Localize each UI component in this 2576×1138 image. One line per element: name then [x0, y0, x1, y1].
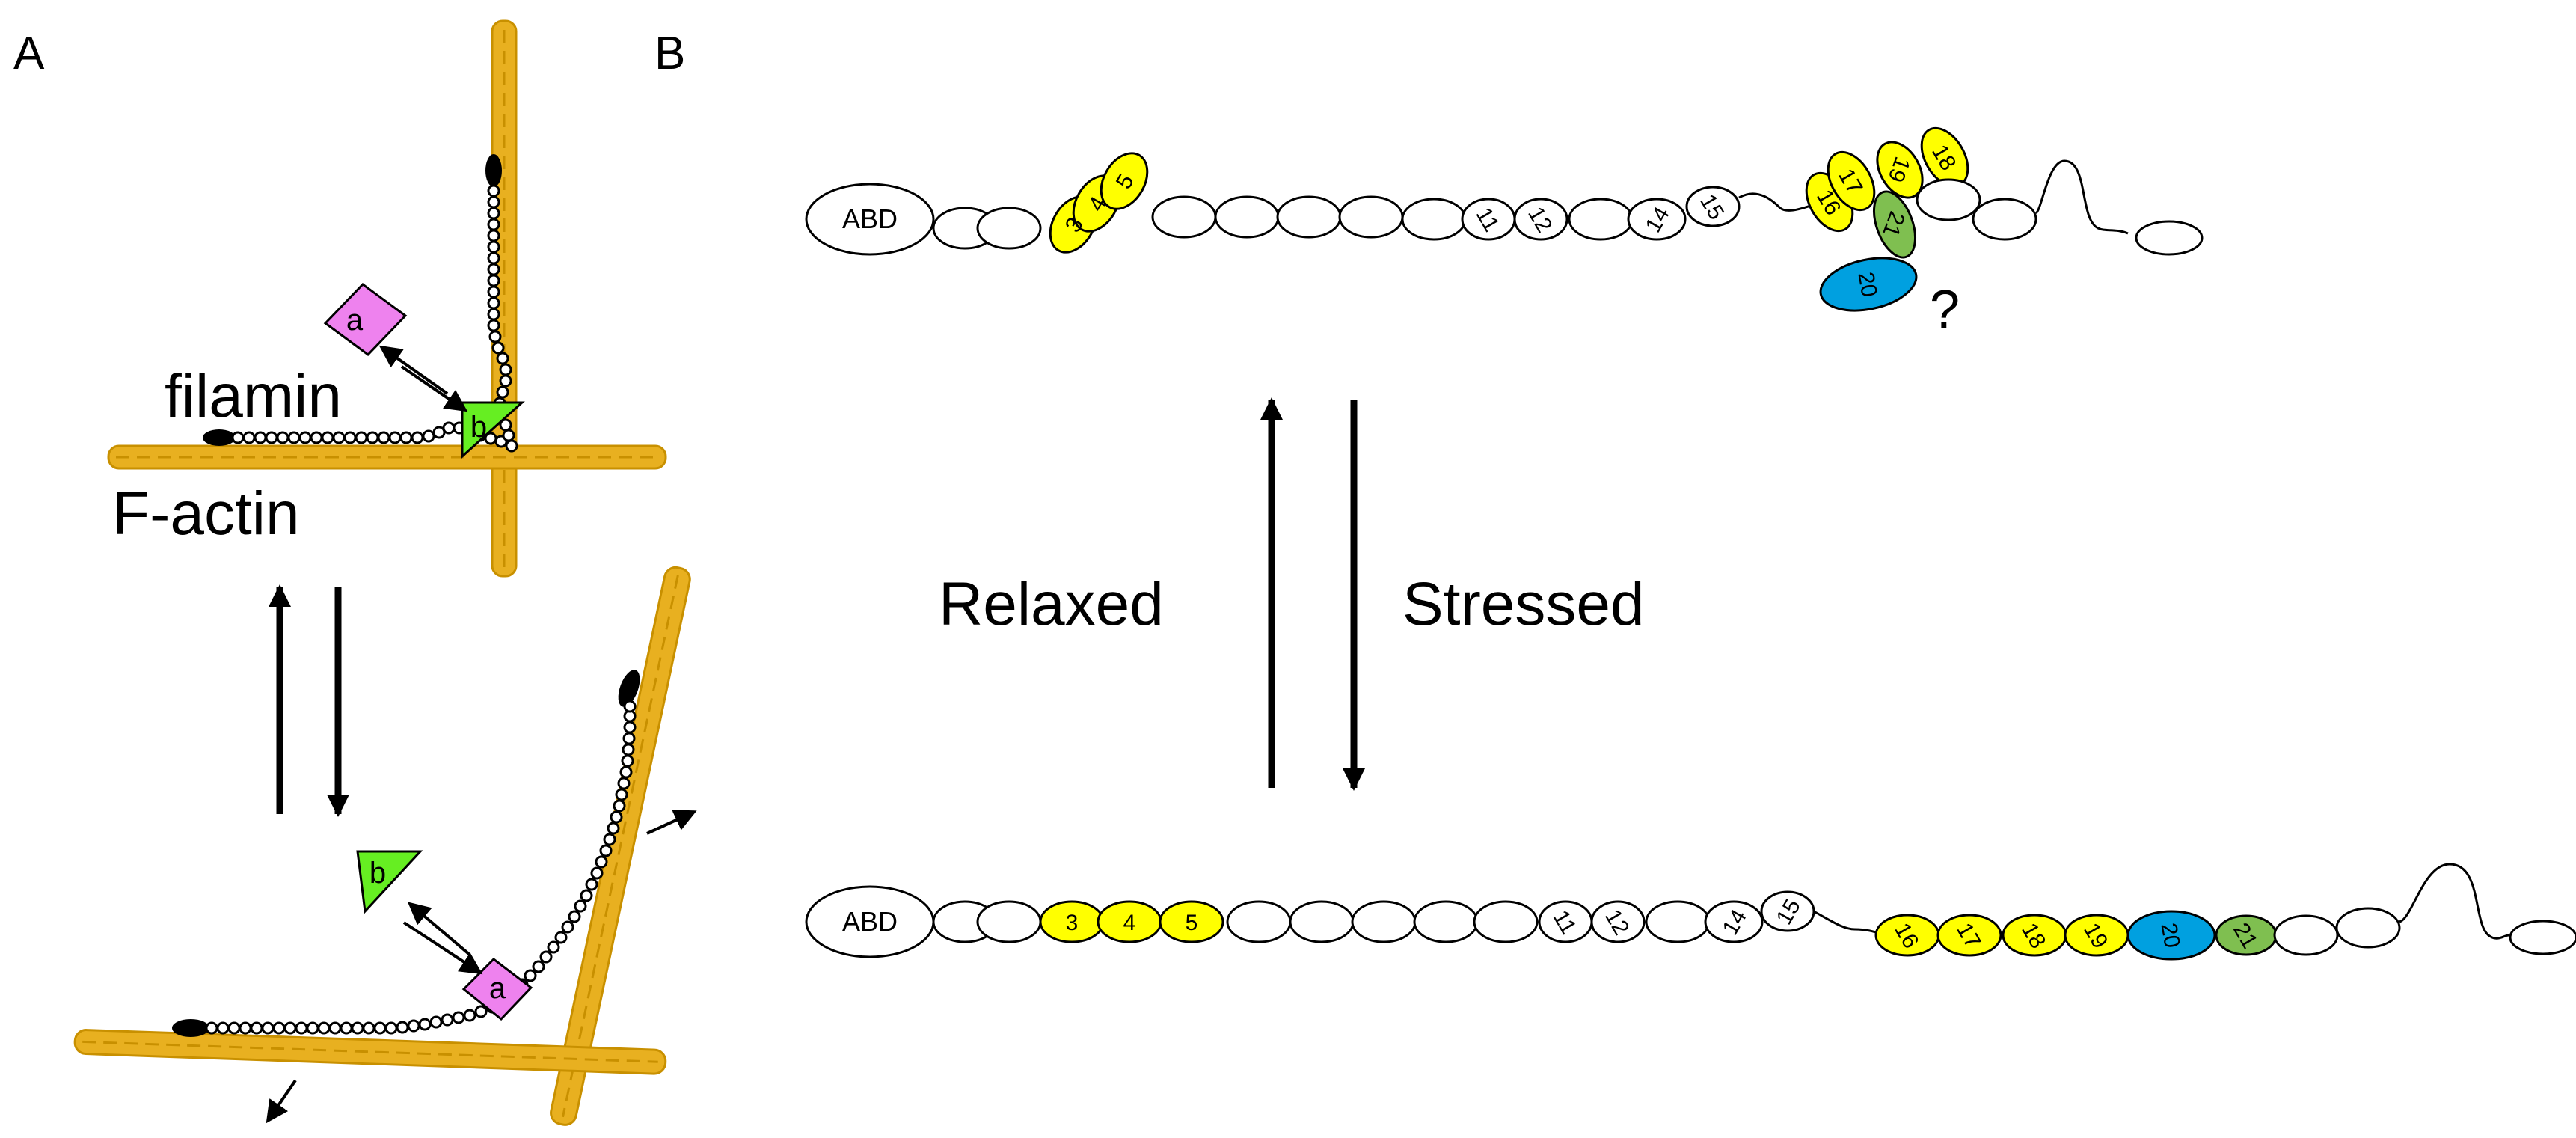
ligand-b-shape: [461, 401, 525, 459]
question-mark: ?: [1930, 280, 1960, 340]
ig-domain: [1226, 900, 1292, 943]
ig-domain: [976, 900, 1042, 943]
relaxed-label: Relaxed: [939, 570, 1164, 638]
f-actin-label: F-actin: [112, 480, 300, 548]
hinge-linker: [1813, 910, 1882, 935]
panel-label-b: B: [654, 28, 685, 79]
ig-domain: [1473, 900, 1539, 943]
ig-domain: [1401, 198, 1467, 241]
ig-domain-19: [1876, 141, 1924, 199]
ig-domain: [1276, 195, 1342, 239]
stressed-domain-chain: [805, 863, 2576, 961]
ig-domain-12: [1590, 900, 1646, 943]
hinge-linker: [1738, 192, 1814, 212]
ig-domain: [2335, 907, 2401, 949]
ligand-b-shape: [356, 850, 423, 914]
ig-domain: [1645, 900, 1711, 943]
exchange-arrow: [378, 345, 449, 395]
ligand-b-label: b: [369, 857, 386, 890]
abd-domain: [805, 183, 935, 256]
ig-domain-20: [2126, 910, 2216, 961]
ligand-a-label: a: [489, 972, 506, 1005]
hinge2-loop: [2034, 159, 2129, 235]
force-arrow: [266, 1079, 297, 1124]
panel-a-top-crosslink: a b filamin F-actin: [107, 19, 667, 578]
exchange-arrow: [407, 902, 471, 956]
ig-domain-24: [2135, 220, 2204, 256]
ig-domain-17: [1936, 914, 2002, 957]
exchange-arrow: [400, 365, 468, 412]
filamin-label: filamin: [165, 362, 342, 430]
ig-domain: [1972, 198, 2037, 241]
filamin-abd-head: [485, 154, 502, 187]
ig-domain: [1338, 195, 1404, 239]
ig-domain: [1151, 195, 1217, 239]
ig-domain: [976, 207, 1042, 250]
ig-domain: [1568, 198, 1634, 241]
ig-domain-15: [1685, 186, 1741, 227]
actin-filament-horizontal-bottom: [73, 1029, 667, 1075]
ig-domain-5: [1100, 152, 1149, 210]
stressed-label: Stressed: [1402, 570, 1645, 638]
domain-label-3: 3: [1066, 911, 1079, 935]
ligand-a-shape: [323, 283, 408, 356]
ligand-b-label: b: [470, 411, 487, 444]
ig-domain-5: [1159, 900, 1224, 943]
hinge2-loop: [2399, 863, 2509, 940]
ig-domain: [1351, 900, 1417, 943]
abd-label: ABD: [842, 906, 898, 937]
ig-domain: [2273, 914, 2339, 956]
domain-label-20: 20: [2156, 921, 2184, 950]
ig-domain-17: [1827, 150, 1876, 212]
ig-domain: [1916, 178, 1981, 221]
domain-label-20: 20: [1853, 270, 1881, 299]
ig-domain-14: [1627, 198, 1687, 241]
actin-filament-horizontal-top: [107, 444, 667, 470]
domain-label-5: 5: [1186, 911, 1198, 935]
force-arrow: [646, 810, 697, 835]
ig-domain-21: [1873, 190, 1916, 259]
panel-a-bottom-crosslink: a b: [73, 566, 697, 1126]
ig-domain-24: [2509, 920, 2576, 955]
filamin-abd-head: [203, 429, 236, 446]
relaxed-domain-chain: [805, 126, 2204, 312]
ig-domain: [1214, 195, 1280, 239]
ig-domain-14: [1704, 900, 1764, 943]
abd-label: ABD: [842, 204, 898, 234]
ig-domain-20: [1819, 257, 1918, 312]
exchange-arrow: [402, 921, 483, 975]
filamin-abd-head: [618, 670, 640, 707]
panel-label-a: A: [13, 28, 45, 79]
filamin-abd-head: [172, 1019, 209, 1037]
ligand-a-label: a: [346, 304, 364, 337]
ig-domain: [1289, 900, 1355, 943]
ig-domain-12: [1513, 198, 1568, 241]
ig-domain: [1413, 900, 1479, 943]
domain-label-4: 4: [1123, 911, 1136, 935]
